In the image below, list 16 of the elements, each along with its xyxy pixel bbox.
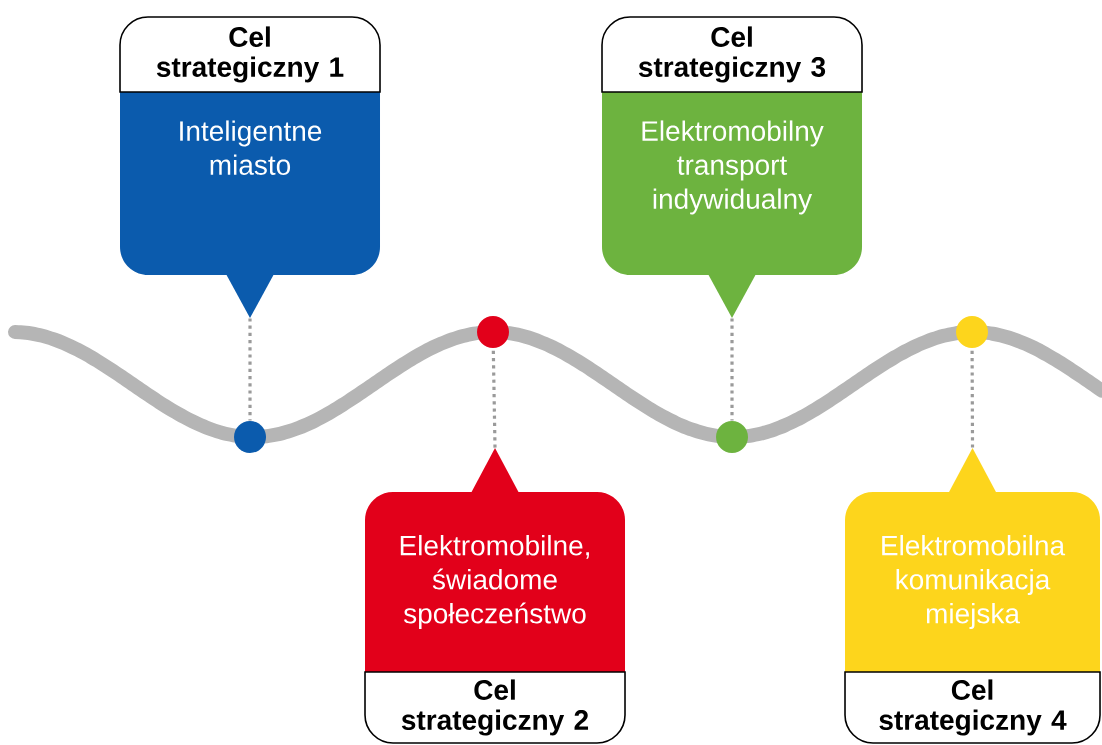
callout-box: Cel strategiczny 1 Inteligentne miasto — [119, 16, 381, 318]
node-label: Cel strategiczny 4 — [879, 679, 1067, 736]
callout-box: Cel strategiczny 3 Elektromobilny transport indywidualny — [601, 16, 863, 318]
leader-line — [730, 318, 734, 421]
node-label: Cel strategiczny 1 — [156, 26, 344, 83]
callout-box: Elektromobilne, świadome społeczeństwo Cel strategiczny 2 — [364, 448, 626, 744]
timeline-dot — [234, 421, 266, 453]
leader-line — [970, 348, 975, 448]
timeline-dot — [477, 316, 509, 348]
timeline-dot — [956, 316, 988, 348]
callout-box: Elektromobilna komunikacja miejska Cel strategiczny 4 — [844, 448, 1101, 744]
node-label: Cel strategiczny 2 — [401, 679, 589, 736]
leader-line — [248, 318, 252, 421]
node-label: Cel strategiczny 3 — [638, 26, 826, 83]
leader-line — [491, 348, 497, 448]
timeline-dot — [716, 421, 748, 453]
